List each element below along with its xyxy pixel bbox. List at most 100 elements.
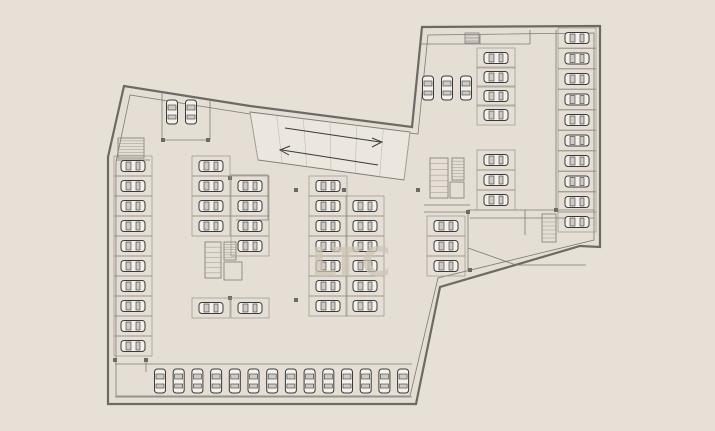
car-icon xyxy=(352,200,378,212)
stall-outline xyxy=(557,27,597,49)
arrow-icon xyxy=(371,137,384,148)
car-windshield xyxy=(442,80,452,87)
car-windshield xyxy=(438,241,445,251)
car-windshield xyxy=(398,373,408,380)
car-windshield xyxy=(211,373,221,380)
car-windshield xyxy=(323,373,333,380)
car-windshield xyxy=(380,373,389,380)
car-windshield xyxy=(488,53,495,63)
car-windshield xyxy=(342,373,352,380)
car-rear-window xyxy=(498,53,504,63)
car-icon xyxy=(352,260,378,272)
stall-outline xyxy=(557,130,597,151)
car-rear-window xyxy=(252,181,258,191)
car-windshield xyxy=(488,110,495,120)
car-body xyxy=(198,302,224,314)
car-body xyxy=(564,93,590,106)
parking-space xyxy=(557,211,597,233)
car-icon xyxy=(266,368,279,394)
car-windshield xyxy=(203,303,210,313)
car-windshield xyxy=(320,221,327,231)
car-rear-window xyxy=(267,383,277,389)
car-windshield xyxy=(569,177,576,186)
stall-outline xyxy=(557,109,597,131)
car-icon xyxy=(564,93,590,106)
column xyxy=(144,358,148,362)
car-icon xyxy=(564,196,590,208)
car-body xyxy=(303,368,316,394)
car-icon xyxy=(120,280,146,292)
car-icon xyxy=(210,368,223,394)
car-icon xyxy=(564,216,590,228)
car-icon xyxy=(352,300,378,312)
car-icon xyxy=(198,302,224,314)
stall-outline xyxy=(113,335,153,357)
car-body xyxy=(352,200,378,212)
ramp-hatch xyxy=(249,111,259,161)
car-windshield xyxy=(357,301,364,311)
car-body xyxy=(120,180,146,192)
car-windshield xyxy=(320,301,327,311)
parking-space xyxy=(230,175,270,197)
parking-space xyxy=(113,215,153,237)
car-rear-window xyxy=(498,195,504,205)
car-windshield xyxy=(357,241,364,251)
car-icon xyxy=(120,200,146,212)
parking-space xyxy=(266,368,279,394)
arrow-icon xyxy=(278,145,291,156)
car-windshield xyxy=(305,373,314,380)
car-rear-window xyxy=(367,301,373,311)
car-icon xyxy=(441,75,453,101)
car-windshield xyxy=(488,155,495,165)
car-body xyxy=(564,155,590,167)
car-icon xyxy=(564,155,590,167)
car-rear-window xyxy=(579,95,585,104)
car-icon xyxy=(483,174,509,186)
car-windshield xyxy=(125,201,132,211)
car-icon xyxy=(564,32,590,44)
stall-outline xyxy=(230,235,270,257)
parking-space xyxy=(308,255,348,277)
car-icon xyxy=(237,302,263,314)
car-rear-window xyxy=(155,383,165,389)
car-rear-window xyxy=(135,341,141,351)
watermark-logo-icon: LTC xyxy=(311,240,391,286)
car-icon xyxy=(315,180,341,192)
column xyxy=(161,138,165,142)
car-body xyxy=(564,134,590,147)
stair-icon xyxy=(429,157,449,199)
car-rear-window xyxy=(213,303,219,313)
car-icon xyxy=(341,368,353,394)
car-icon xyxy=(228,368,241,394)
ramp-hatch xyxy=(403,131,411,181)
car-rear-window xyxy=(367,261,373,271)
car-windshield xyxy=(242,221,249,231)
car-body xyxy=(120,320,146,332)
car-rear-window xyxy=(367,201,373,211)
parking-space xyxy=(308,295,348,317)
car-rear-window xyxy=(498,175,504,185)
car-body xyxy=(120,280,146,292)
parking-space xyxy=(557,171,597,192)
car-windshield xyxy=(125,241,132,251)
car-rear-window xyxy=(579,115,585,125)
car-rear-window xyxy=(213,221,219,231)
car-windshield xyxy=(125,301,132,311)
car-rear-window xyxy=(498,91,504,101)
car-rear-window xyxy=(330,201,336,211)
car-body xyxy=(228,368,241,394)
parking-space xyxy=(557,109,597,131)
parking-space xyxy=(230,215,270,237)
car-body xyxy=(433,220,459,232)
car-rear-window xyxy=(330,241,336,251)
car-rear-window xyxy=(252,201,258,211)
car-windshield xyxy=(125,261,132,271)
column xyxy=(206,138,210,142)
parking-space xyxy=(557,27,597,49)
car-body xyxy=(237,200,263,212)
car-body xyxy=(433,240,459,252)
stall-outline xyxy=(557,211,597,233)
arrow-icon xyxy=(281,149,379,166)
stall-outline xyxy=(557,171,597,192)
car-windshield xyxy=(569,197,576,207)
